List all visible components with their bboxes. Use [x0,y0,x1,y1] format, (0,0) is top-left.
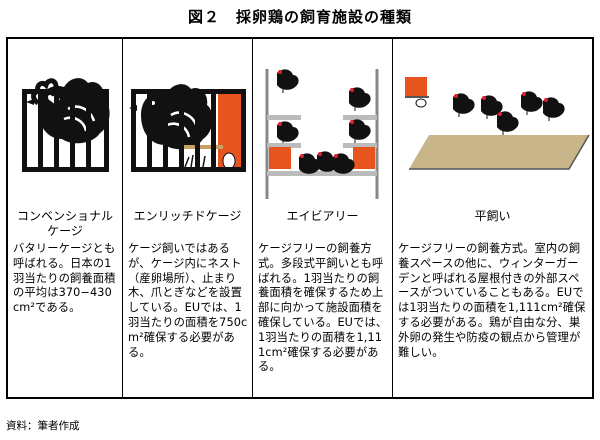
facility-name: エンリッチドケージ [133,209,242,223]
facility-name: エイビアリー [286,209,359,223]
nest-box [405,77,427,97]
nest-box [353,147,375,169]
facility-description: ケージフリーの飼養方式。室内の飼養スペースの他に、ウィンターガーデンと呼ばれる屋… [398,242,586,359]
aviary-structure [265,69,379,199]
column-enriched-cage: エンリッチドケージ ケージ飼いではあるが、ケージ内にネスト（産卵場所）、止まり木… [123,39,253,397]
barn-floor-scene [405,77,590,170]
egg-icon [222,152,236,170]
enriched-cage-illustration [123,39,252,199]
facility-name: 平飼い [474,209,511,223]
barn-illustration [393,39,592,199]
facility-description: バタリーケージとも呼ばれる。日本の1羽当たりの飼養面積の平均は370−430 c… [13,242,116,315]
column-barn: 平飼い ケージフリーの飼養方式。室内の飼養スペースの他に、ウィンターガーデンと呼… [393,39,592,397]
facility-description: ケージフリーの飼養方式。多段式平飼いとも呼ばれる。1羽当たりの飼養面積を確保する… [258,242,388,374]
hen-icon [277,69,371,174]
cage-bars [22,78,110,172]
egg-icon [415,98,427,108]
cage-bars [129,84,246,172]
source-note: 資料：筆者作成 [6,420,80,432]
aviary-illustration [253,39,392,199]
facility-name: コンベンショナル ケージ [16,209,113,238]
column-aviary: エイビアリー ケージフリーの飼養方式。多段式平飼いとも呼ばれる。1羽当たりの飼養… [253,39,393,397]
facility-table: コンベンショナル ケージ バタリーケージとも呼ばれる。日本の1羽当たりの飼養面積… [6,37,594,399]
column-conventional-cage: コンベンショナル ケージ バタリーケージとも呼ばれる。日本の1羽当たりの飼養面積… [8,39,123,397]
conventional-cage-illustration [8,39,122,199]
floor [409,135,589,169]
nest-box [269,147,291,169]
hen-icon [453,91,565,132]
figure-title: 図２ 採卵鶏の飼育施設の種類 [187,8,412,26]
facility-description: ケージ飼いではあるが、ケージ内にネスト（産卵場所）、止まり木、爪とぎなどを設置し… [128,242,248,359]
